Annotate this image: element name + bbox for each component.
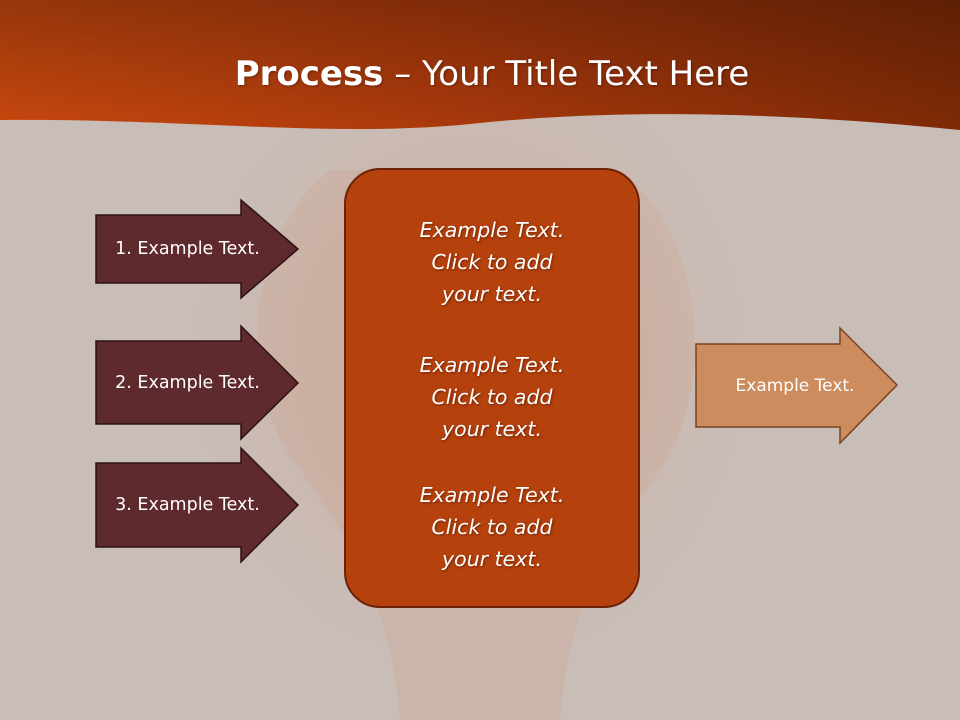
input-arrow-2: 2. Example Text. — [95, 324, 300, 441]
center-paragraph-3: Example Text. Click to add your text. — [346, 479, 638, 575]
paragraph-line: your text. — [442, 282, 542, 306]
paragraph-line: Example Text. — [419, 353, 565, 377]
paragraph-line: Example Text. — [419, 483, 565, 507]
input-arrow-3: 3. Example Text. — [95, 446, 300, 564]
arrow-shape — [95, 198, 300, 300]
arrow-shape — [95, 446, 300, 564]
input-label-2: 2. Example Text. — [115, 372, 260, 393]
title-bold: Process — [234, 54, 384, 94]
paragraph-line: Click to add — [431, 385, 553, 409]
title-rest: – Your Title Text Here — [383, 54, 750, 94]
paragraph-line: your text. — [442, 547, 542, 571]
output-arrow: Example Text. — [695, 326, 900, 445]
center-paragraph-2: Example Text. Click to add your text. — [346, 349, 638, 445]
paragraph-line: your text. — [442, 417, 542, 441]
slide-title: Process – Your Title Text Here — [0, 52, 960, 96]
paragraph-line: Example Text. — [419, 218, 565, 242]
center-text-box: Example Text. Click to add your text. Ex… — [344, 168, 640, 608]
arrow-shape — [695, 326, 899, 445]
arrow-shape — [95, 324, 300, 441]
output-label: Example Text. — [735, 375, 855, 396]
center-paragraph-1: Example Text. Click to add your text. — [346, 214, 638, 310]
paragraph-line: Click to add — [431, 515, 553, 539]
input-label-1: 1. Example Text. — [115, 239, 260, 259]
input-arrow-1: 1. Example Text. — [95, 198, 300, 300]
input-label-3: 3. Example Text. — [115, 495, 260, 515]
paragraph-line: Click to add — [431, 250, 553, 274]
